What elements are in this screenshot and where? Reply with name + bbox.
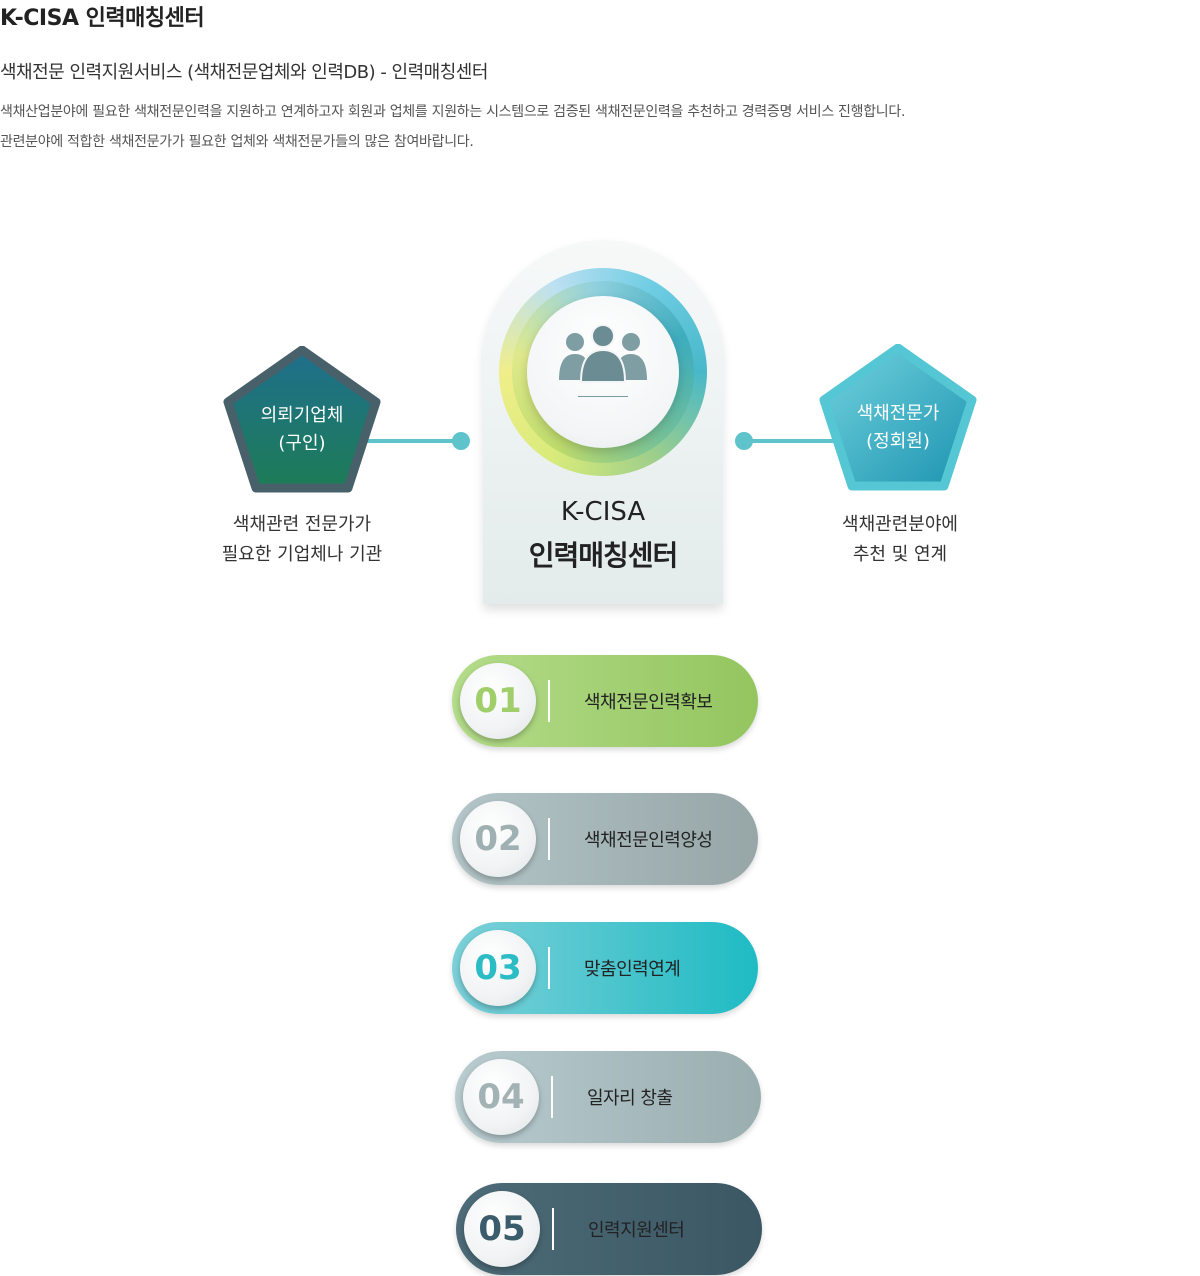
center-label-kcisa: K-CISA: [560, 497, 646, 527]
step-label-4: 일자리 창출: [587, 1088, 673, 1109]
step-separator: [552, 1208, 554, 1250]
step-separator: [548, 680, 550, 722]
description-line-2: 관련분야에 적합한 색채전문가가 필요한 업체와 색채전문가들의 많은 참여바랍…: [0, 134, 474, 150]
step-label-5: 인력지원센터: [588, 1220, 685, 1241]
step-number-3: 03: [460, 930, 536, 1006]
people-group-icon: [559, 324, 647, 383]
step-separator: [548, 947, 550, 989]
client-company-sub: (구인): [278, 433, 326, 454]
client-company-desc-1: 색채관련 전문가가: [232, 514, 372, 535]
section-subtitle: 색채전문 인력지원서비스 (색채전문업체와 인력DB) - 인력매칭센터: [0, 62, 488, 83]
step-separator: [551, 1076, 553, 1118]
step-separator: [548, 818, 550, 860]
left-connector-dot: [452, 432, 470, 450]
step-label-2: 색채전문인력양성: [584, 830, 713, 851]
client-company-name: 의뢰기업체: [260, 405, 344, 426]
step-number-5: 05: [464, 1191, 540, 1267]
color-expert-sub: (정회원): [866, 431, 930, 452]
color-expert-pentagon: [819, 344, 977, 491]
right-connector-line: [744, 439, 850, 443]
color-expert-name: 색채전문가: [856, 403, 940, 424]
color-expert-desc-2: 추천 및 연계: [852, 544, 948, 565]
page-title: K-CISA 인력매칭센터: [0, 6, 205, 31]
icon-divider: [578, 396, 628, 397]
right-connector-dot: [735, 432, 753, 450]
step-number-4: 04: [463, 1059, 539, 1135]
step-number-1: 01: [460, 663, 536, 739]
step-number-2: 02: [460, 801, 536, 877]
step-label-3: 맞춤인력연계: [584, 959, 681, 980]
client-company-desc-2: 필요한 기업체나 기관: [221, 544, 383, 565]
description-line-1: 색채산업분야에 필요한 색채전문인력을 지원하고 연계하고자 회원과 업체를 지…: [0, 104, 906, 120]
center-label-matching-center: 인력매칭센터: [528, 539, 679, 572]
color-expert-desc-1: 색채관련분야에: [842, 514, 958, 535]
client-company-pentagon: [223, 346, 381, 493]
step-1-secure-experts: 01 색채전문인력확보: [452, 655, 758, 747]
step-label-1: 색채전문인력확보: [584, 692, 713, 713]
step-3-custom-matching: 03 맞춤인력연계: [452, 922, 758, 1014]
step-2-train-experts: 02 색채전문인력양성: [452, 793, 758, 885]
step-4-job-creation: 04 일자리 창출: [455, 1051, 761, 1143]
left-connector-line: [350, 439, 462, 443]
step-5-support-center: 05 인력지원센터: [456, 1183, 762, 1275]
